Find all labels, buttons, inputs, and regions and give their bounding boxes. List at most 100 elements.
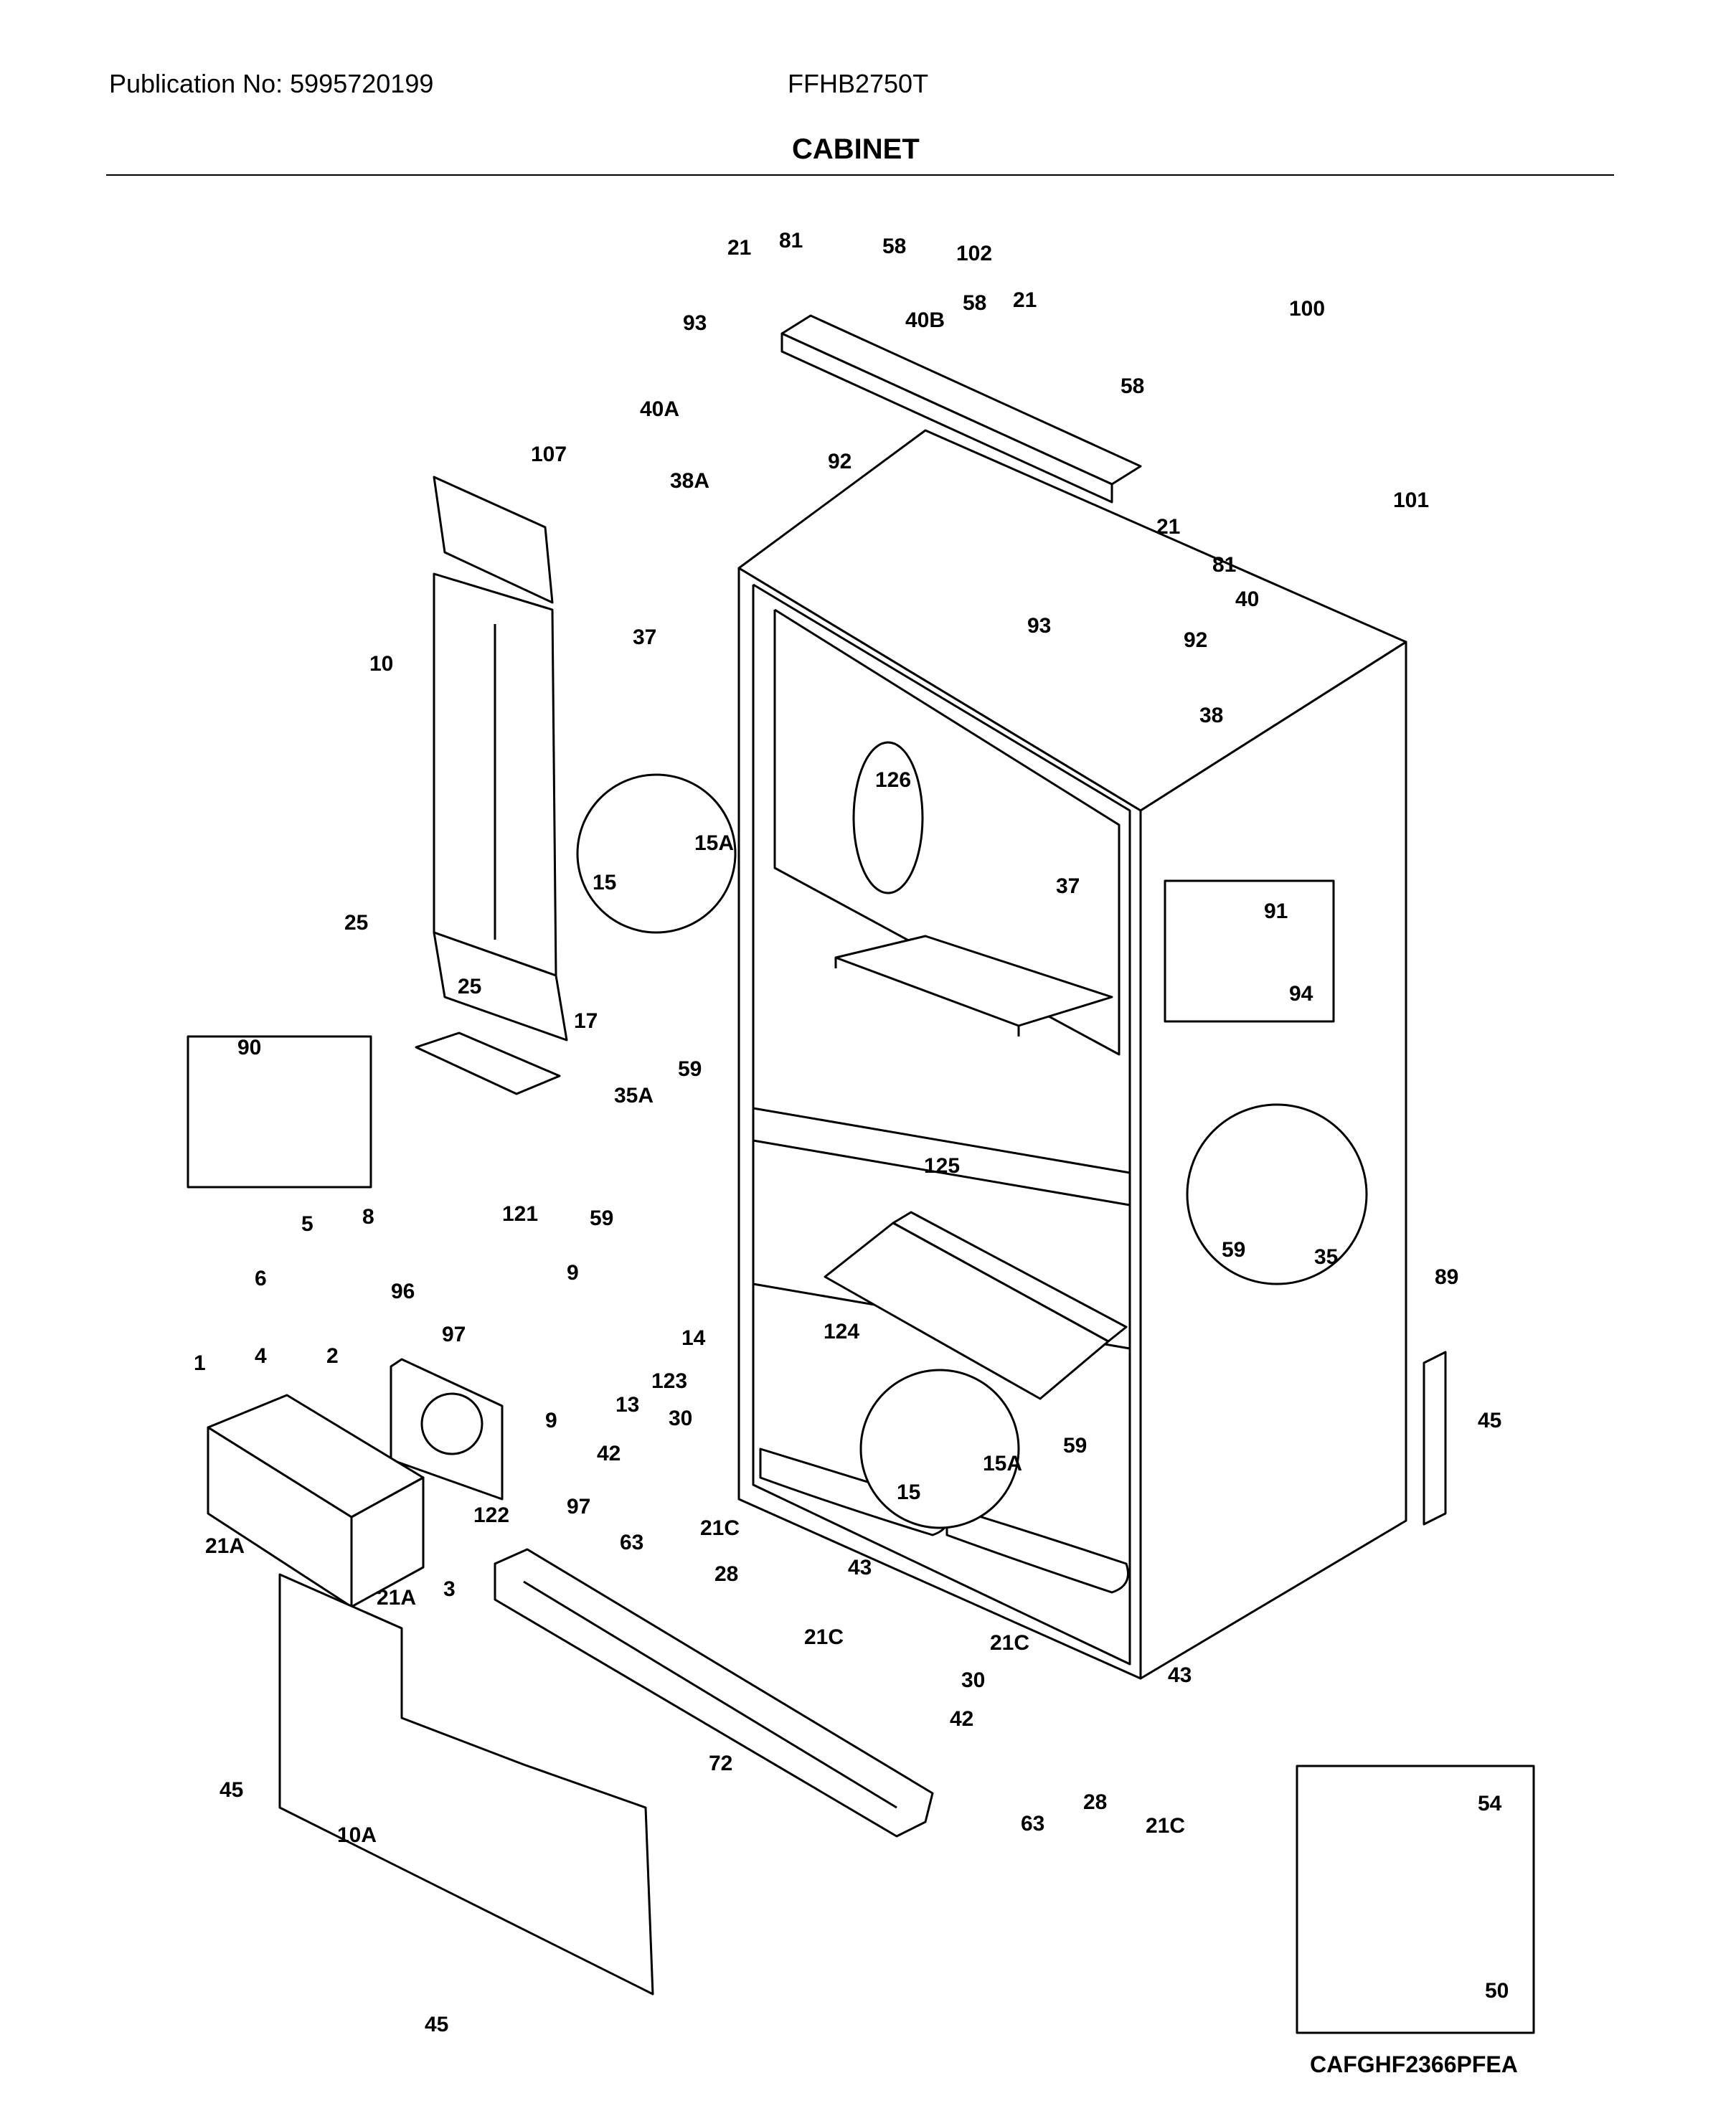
callout-label: 91 bbox=[1264, 899, 1288, 923]
publication-number: Publication No: 5995720199 bbox=[109, 69, 434, 98]
inset-box-90 bbox=[187, 1035, 372, 1189]
callout-label: 21 bbox=[727, 236, 751, 260]
callout-label: 42 bbox=[950, 1707, 973, 1731]
inset-box-91-94 bbox=[1164, 879, 1335, 1023]
callout-label: 100 bbox=[1289, 297, 1325, 321]
callout-label: 9 bbox=[545, 1409, 557, 1432]
callout-label: 1 bbox=[194, 1351, 206, 1375]
callout-label: 81 bbox=[779, 229, 803, 252]
callout-label: 25 bbox=[458, 975, 481, 998]
callout-label: 63 bbox=[620, 1531, 643, 1554]
callout-label: 45 bbox=[220, 1778, 243, 1802]
callout-label: 40B bbox=[905, 308, 945, 332]
detail-circle-15 bbox=[576, 773, 737, 934]
callout-label: 54 bbox=[1478, 1792, 1502, 1815]
callout-label: 90 bbox=[237, 1036, 261, 1059]
section-title: CABINET bbox=[792, 133, 920, 165]
part-10-duct bbox=[433, 572, 568, 1042]
callout-label: 58 bbox=[963, 291, 986, 315]
callout-label: 42 bbox=[597, 1442, 621, 1465]
callout-label: 9 bbox=[567, 1261, 579, 1285]
callout-label: 40A bbox=[640, 397, 679, 421]
callout-label: 2 bbox=[326, 1344, 339, 1368]
part-10A-access-panel bbox=[278, 1573, 654, 1996]
part-72-toe-grille bbox=[494, 1548, 934, 1838]
header-rule bbox=[106, 174, 1614, 176]
callout-label: 92 bbox=[1184, 628, 1207, 652]
callout-label: 30 bbox=[961, 1668, 985, 1692]
callout-label: 21C bbox=[804, 1625, 844, 1649]
callout-label: 107 bbox=[531, 443, 567, 466]
callout-label: 101 bbox=[1393, 488, 1429, 512]
callout-label: 93 bbox=[683, 311, 707, 335]
callout-label: 21C bbox=[1146, 1814, 1185, 1838]
callout-label: 58 bbox=[1121, 374, 1144, 398]
callout-label: 43 bbox=[848, 1556, 872, 1579]
callout-label: 15 bbox=[897, 1480, 920, 1504]
callout-label: 4 bbox=[255, 1344, 267, 1368]
callout-label: 10A bbox=[337, 1823, 377, 1847]
callout-label: 38 bbox=[1199, 704, 1223, 727]
part-1-evaporator-cover bbox=[207, 1394, 425, 1608]
callout-label: 43 bbox=[1168, 1663, 1192, 1687]
part-107-panel bbox=[433, 476, 554, 604]
callout-label: 126 bbox=[875, 768, 911, 792]
inset-box-50-54 bbox=[1296, 1765, 1535, 2034]
callout-label: 25 bbox=[344, 911, 368, 935]
callout-label: 45 bbox=[1478, 1409, 1501, 1432]
detail-circle-15-lower bbox=[859, 1369, 1020, 1529]
model-number: FFHB2750T bbox=[788, 69, 929, 98]
part-124-panel bbox=[824, 1211, 1128, 1400]
callout-label: 35 bbox=[1314, 1245, 1338, 1269]
callout-label: 28 bbox=[714, 1562, 738, 1586]
callout-label: 5 bbox=[301, 1212, 313, 1236]
callout-label: 40 bbox=[1235, 587, 1259, 611]
callout-label: 30 bbox=[669, 1407, 692, 1430]
callout-label: 3 bbox=[443, 1577, 456, 1601]
cabinet-body bbox=[737, 429, 1407, 1680]
callout-label: 124 bbox=[824, 1320, 859, 1343]
callout-label: 15A bbox=[983, 1452, 1022, 1475]
callout-label: 8 bbox=[362, 1205, 374, 1229]
callout-label: 28 bbox=[1083, 1790, 1107, 1814]
callout-label: 21C bbox=[990, 1631, 1029, 1655]
callout-label: 35A bbox=[614, 1084, 654, 1108]
callout-label: 15 bbox=[593, 871, 616, 894]
callout-label: 15A bbox=[694, 831, 734, 855]
callout-label: 6 bbox=[255, 1267, 267, 1290]
part-125-shelf bbox=[834, 935, 1113, 1036]
callout-label: 10 bbox=[369, 652, 393, 676]
callout-label: 21 bbox=[1156, 515, 1180, 539]
callout-label: 58 bbox=[882, 235, 906, 258]
part-40B-top-trim bbox=[780, 314, 1142, 504]
callout-label: 96 bbox=[391, 1280, 415, 1303]
part-89-side-panel bbox=[1423, 1351, 1447, 1526]
callout-label: 13 bbox=[615, 1393, 639, 1417]
callout-label: 17 bbox=[574, 1009, 598, 1033]
diagram-code: CAFGHF2366PFEA bbox=[1310, 2051, 1518, 2077]
detail-circle-35 bbox=[1186, 1103, 1368, 1285]
callout-label: 14 bbox=[681, 1326, 706, 1350]
callout-label: 59 bbox=[1063, 1434, 1087, 1458]
callout-label: 59 bbox=[1222, 1238, 1245, 1262]
callout-label: 38A bbox=[670, 469, 709, 493]
callout-label: 122 bbox=[473, 1503, 509, 1527]
callout-label: 21C bbox=[700, 1516, 740, 1540]
callout-label: 94 bbox=[1289, 982, 1313, 1006]
callout-label: 37 bbox=[633, 625, 656, 649]
callout-label: 50 bbox=[1485, 1979, 1509, 2003]
part-96-fan-shroud bbox=[390, 1358, 504, 1501]
callout-label: 63 bbox=[1021, 1812, 1044, 1836]
callout-label: 81 bbox=[1212, 553, 1236, 577]
callout-label: 21A bbox=[205, 1534, 245, 1558]
callout-label: 93 bbox=[1027, 614, 1051, 638]
callout-label: 92 bbox=[828, 450, 852, 473]
callout-label: 21A bbox=[377, 1586, 416, 1610]
callout-label: 59 bbox=[678, 1057, 702, 1081]
callout-label: 97 bbox=[442, 1323, 466, 1346]
callout-label: 21 bbox=[1013, 288, 1037, 312]
callout-label: 125 bbox=[924, 1154, 960, 1178]
callout-label: 72 bbox=[709, 1752, 732, 1775]
callout-label: 102 bbox=[956, 242, 992, 265]
